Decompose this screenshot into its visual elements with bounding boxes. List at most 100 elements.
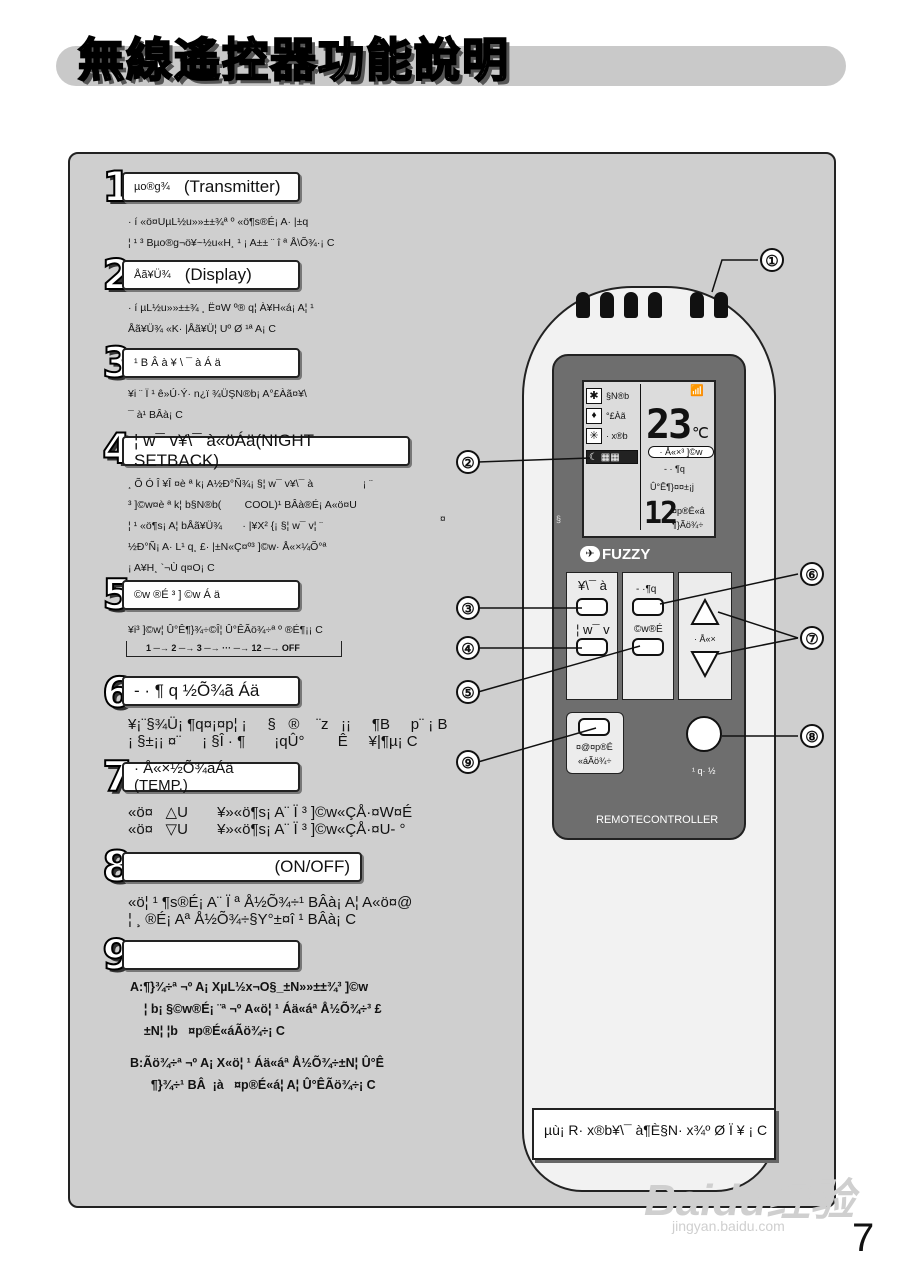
fan-button-label: - ·¶q xyxy=(636,584,657,595)
cool-mode-icon: ✱ xyxy=(586,388,602,404)
signal-icon: 📶 xyxy=(690,385,704,397)
section-label: - · ¶ q ½Õ¾ã Áä xyxy=(134,681,260,700)
lcd-temp-unit: ℃ xyxy=(692,425,709,442)
night-setback-button[interactable] xyxy=(576,638,608,656)
desc-line: ±N¦ ¦b ¤p®É«áÃö¾÷¡ C xyxy=(130,1024,285,1038)
desc-line: ¶}¾÷¹ BÂ ¡à ¤p®É«á¦ A¦ Û°ÊÃö¾÷¡ C xyxy=(130,1078,376,1092)
lcd-set-temp-label: · Å«×³ ]©w xyxy=(648,446,714,458)
desc-line: · í µL½u»»±±¾ ¸ Ë¤W º® q¦ À¥H«á¡ A¦ ¹ xyxy=(128,302,314,314)
desc-line: ¥¡¨§¾Ü¡ ¶q¤¡¤p¦ ¡ § ® ¨z ¡¡ ¶B p¨ ¡ B xyxy=(128,716,448,733)
callout-4: ④ xyxy=(456,636,480,660)
desc-line: ¯ à¹ BÂà¡ C xyxy=(128,409,183,421)
lcd-hours: 12 xyxy=(644,496,678,531)
section-label-small: ¹ B Â à ¥ \ ¯ à Á ä xyxy=(134,357,221,369)
temp-up-button[interactable] xyxy=(690,597,720,626)
triangle-up-icon xyxy=(690,597,720,625)
button-column-left xyxy=(566,572,618,700)
lcd-timer-state: ¶}Ãö¾÷ xyxy=(672,520,704,530)
section-3-desc: ¥i ¨ Ï ¹ ê»Ú·Ý· n¿ï ¾ÜŞN®b¡ A°£Àã¤¥\¯ à¹… xyxy=(128,384,307,426)
desc-line: B:Ãö¾÷ª ¬º A¡ X«ö¦ ¹ Áä«áª Å½Õ¾÷±N¦ Û°Ê xyxy=(130,1056,384,1070)
section-label: · Å«×½Õ¾ãÁä (TEMP.) xyxy=(134,760,234,794)
section-label: ¦ w¯ v¥\¯ à«öÁä(NIGHT SETBACK) xyxy=(134,431,314,470)
desc-line: ¸ Õ Ó Î ¥Î ¤è ª k¡ A½Ð°Ñ¾¡ §¦ w¯ v¥\¯ à … xyxy=(128,478,373,490)
lcd-mode-auto: · x®b xyxy=(606,431,628,441)
lcd-mode-cool: §N®b xyxy=(606,391,630,401)
ir-window-slot xyxy=(714,292,728,318)
page-title: 無線遙控器功能說明 xyxy=(77,32,510,88)
section-4-desc: ¸ Õ Ó Î ¥Î ¤è ª k¡ A½Ð°Ñ¾¡ §¦ w¯ v¥\¯ à … xyxy=(128,474,373,579)
night-button-label: ¦ w¯ v xyxy=(576,622,610,637)
footnote-box: µù¡ R· x®b¥\¯ à¶È§N· x¾º Ø Ï ¥ ¡ C xyxy=(532,1108,776,1160)
mode-button-label: ¥\¯ à xyxy=(578,578,607,593)
callout-6: ⑥ xyxy=(800,562,824,586)
section-label-small: µo®g¾ xyxy=(134,181,170,193)
section-title-box-2: Åã¥Ü¾ (Display) xyxy=(122,260,300,290)
section-7-desc: «ö¤ △U ¥»«ö¶s¡ A¨ Ï ³ ]©w«ÇÅ·¤W¤É«ö¤ ▽U … xyxy=(128,804,412,838)
ir-window-slot xyxy=(576,292,590,318)
callout-5: ⑤ xyxy=(456,680,480,704)
callout-3: ③ xyxy=(456,596,480,620)
temp-down-button[interactable] xyxy=(690,650,720,679)
timer-sequence-bracket xyxy=(126,641,342,657)
timer-sequence: 1 ─→ 2 ─→ 3 ─→ ··· ─→ 12 ─→ OFF xyxy=(146,643,300,653)
section-title-box-1: µo®g¾ (Transmitter) xyxy=(122,172,300,202)
watermark-url: jingyan.baidu.com xyxy=(672,1218,785,1234)
section-2-desc: · í µL½u»»±±¾ ¸ Ë¤W º® q¦ À¥H«á¡ A¦ ¹ Åã¥… xyxy=(128,298,314,340)
desc-line: «ö¤ ▽U ¥»«ö¶s¡ A¨ Ï ³ ]©w«ÇÅ·¤U- ° xyxy=(128,821,406,838)
section-label-small: ©w ®É ³ ] ©w Á ä xyxy=(134,589,221,601)
watermark-brand: Baidu经验 xyxy=(644,1176,855,1225)
page-number: 7 xyxy=(852,1216,875,1260)
desc-line: ¦ ¹ ³ Bµo®g¬ö¥~½u«H¸ ¹ ¡ A±± ¨ î ª Å\Õ¾·… xyxy=(128,237,335,249)
lcd-timer-label: Û°Ê¶}¤¤±¡j xyxy=(650,482,694,492)
desc-line: ¦ ¹ «ö¶s¡ A¦ bÅã¥Ü¾ · |¥X² {¡ §¦ w¯ v¦ ¨ xyxy=(128,520,323,532)
timer-button-label: ©w®É xyxy=(634,624,663,635)
desc-line: «ö¦ ¹ ¶s®É¡ A¨ Ï ª Å½Õ¾÷¹ BÂà¡ A¦ A«ö¤@ xyxy=(128,894,413,911)
callout-2: ② xyxy=(456,450,480,474)
callout-8: ⑧ xyxy=(800,724,824,748)
model-label: REMOTECONTROLLER xyxy=(596,814,719,826)
ir-window-slot xyxy=(648,292,662,318)
sleep-button-label-1: ¤@¤p®É xyxy=(576,742,613,752)
callout-9: ⑨ xyxy=(456,750,480,774)
callout-7: ⑦ xyxy=(800,626,824,650)
dry-mode-icon: ♦ xyxy=(586,408,602,424)
button-column-middle xyxy=(622,572,674,700)
desc-line: ¦ b¡ §©w®É¡ ¨ª ¬º A«ö¦ ¹ Áä«áª Å½Õ¾÷³ £ xyxy=(130,1002,382,1016)
night-setback-icon: ☾ ▦▦ xyxy=(586,450,638,464)
lcd-side-mark: § xyxy=(556,514,562,524)
section-9-desc: A:¶}¾÷ª ¬º A¡ XµL½x¬O§_±N»»±±¾³ ]©w ¦ b¡… xyxy=(130,976,384,1096)
power-button[interactable] xyxy=(686,716,722,752)
brand-logo-icon: ✈ xyxy=(580,546,600,562)
section-label: (ON/OFF) xyxy=(274,857,350,876)
section-title-box-6: - · ¶ q ½Õ¾ã Áä xyxy=(122,676,300,706)
desc-line: ³ ]©w¤è ª k¦ b§N®b( COOL)¹ BÂà®É¡ A«ö¤U xyxy=(128,499,357,511)
mode-button[interactable] xyxy=(576,598,608,616)
fan-speed-button[interactable] xyxy=(632,598,664,616)
section-6-desc: ¥¡¨§¾Ü¡ ¶q¤¡¤p¦ ¡ § ® ¨z ¡¡ ¶B p¨ ¡ B¡ §… xyxy=(128,716,447,750)
fan-mode-icon: ✳ xyxy=(586,428,602,444)
timer-button[interactable] xyxy=(632,638,664,656)
section-title-box-8: (ON/OFF) xyxy=(122,852,362,882)
lcd-mode-heat: °£Àã xyxy=(606,411,626,421)
desc-line: «ö¤ △U ¥»«ö¶s¡ A¨ Ï ³ ]©w«ÇÅ·¤W¤É xyxy=(128,804,413,821)
temp-button-label: · Å«× xyxy=(694,634,716,644)
section-4-mark: ¤ xyxy=(440,514,446,525)
section-1-desc: · í «ö¤Uµ­L½u»»±±¾ª º «ö¶s®É¡ A· |±q ¦ ¹ … xyxy=(128,212,334,254)
ir-window-slot xyxy=(690,292,704,318)
desc-line: ½Ð°Ñ¡ A· L¹ q¸ £· |±N«Ç¤º³ ]©w· Å«×¼Õ°ª xyxy=(128,541,327,553)
desc-line: ¡ A¥H¸ `¬Ù q¤O¡ C xyxy=(128,562,215,574)
button-column-right xyxy=(678,572,732,700)
section-5-desc: ¥i³ ]©w¦ Û°Ê¶}¾÷©Î¦ Û°ÊÃö¾÷ª º ®É¶¡¡ C xyxy=(128,624,323,636)
brand-name: FUZZY xyxy=(602,546,651,563)
sleep-button-label-2: «áÃö¾÷ xyxy=(578,756,612,766)
lcd-divider xyxy=(640,384,641,530)
section-label: (Display) xyxy=(184,265,252,284)
desc-line: Åã¥Ü¾ «K· |Åã¥Ü¦ Uº Ø ¹ª A¡ C xyxy=(128,323,276,335)
ir-window-slot xyxy=(600,292,614,318)
section-8-desc: «ö¦ ¹ ¶s®É¡ A¨ Ï ª Å½Õ¾÷¹ BÂà¡ A¦ A«ö¤@¦… xyxy=(128,894,412,928)
desc-line: A:¶}¾÷ª ¬º A¡ XµL½x¬O§_±N»»±±¾³ ]©w xyxy=(130,980,369,994)
desc-line: · í «ö¤Uµ­L½u»»±±¾ª º «ö¶s®É¡ A· |±q xyxy=(128,216,309,228)
section-label: (Transmitter) xyxy=(183,177,281,196)
section-title-box-7: · Å«×½Õ¾ãÁä (TEMP.) xyxy=(122,760,300,794)
